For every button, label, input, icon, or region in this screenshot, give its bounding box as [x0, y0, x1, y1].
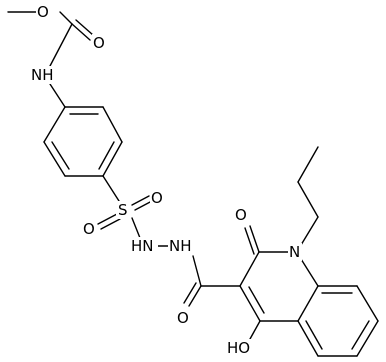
bond-c8a-c4a: [297, 285, 319, 322]
bond-benzene-2: [102, 106, 123, 143]
bond-s-o-right-2: [134, 200, 153, 211]
atom-o-amide: O: [177, 309, 189, 327]
bond-benzene-inner-3: [51, 141, 70, 170]
atom-o-quinolone: O: [235, 206, 247, 224]
bond-benzene-6: [43, 106, 66, 143]
bond-c8-c7: [356, 285, 379, 322]
atom-o-ester: O: [37, 3, 49, 21]
bond-aryl-s: [102, 175, 120, 202]
atom-hn-left: HN: [131, 237, 154, 255]
bond-s-o-right-1: [131, 195, 150, 206]
bond-n1-c8a: [300, 258, 319, 287]
bond-c5-c4a: [297, 320, 319, 357]
bond-c2-o-2: [244, 227, 255, 255]
atom-s: S: [118, 201, 128, 219]
bond-n-aryl: [49, 83, 66, 108]
bond-s-nh: [131, 217, 141, 239]
bond-o-carbonyl-c: [59, 11, 73, 25]
bond-c3-c2: [239, 251, 260, 287]
bond-nh-carbonyl: [192, 255, 202, 287]
bond-propyl-2: [297, 181, 319, 218]
atom-labels: O O NH S O O HN NH O O N HO: [30, 3, 302, 357]
atom-o-sulfonyl-right: O: [151, 189, 163, 207]
bond-c4-c3: [239, 285, 261, 322]
bond-benzene-5: [43, 141, 66, 177]
atom-nh-carbamate: NH: [31, 66, 54, 84]
bond-s-o-left-2: [100, 218, 121, 230]
bond-carbonyl-c-n: [49, 23, 73, 67]
bond-benzene-3: [102, 141, 123, 177]
bonds: [7, 11, 379, 357]
bond-c4-oh: [249, 320, 261, 340]
bond-n-propyl-1: [300, 216, 319, 246]
atom-ho: HO: [227, 339, 250, 357]
bond-propyl-3: [297, 146, 319, 183]
atom-o-carbonyl-carbamate: O: [93, 34, 105, 52]
bond-carbonyl-double-1: [71, 23, 91, 41]
bond-amide-double-1: [188, 285, 202, 307]
bond-carbonyl-double-2: [75, 19, 94, 36]
bond-c5-c4a-inner: [305, 320, 323, 350]
atom-nh-right: NH: [169, 237, 192, 255]
bond-c7-c6: [356, 320, 379, 357]
bond-c2-o-1: [249, 225, 260, 253]
bond-c7-c6-inner: [351, 320, 370, 350]
bond-c4-c3-inner: [248, 286, 265, 314]
atom-o-sulfonyl-left: O: [83, 220, 95, 238]
bond-amide-double-2: [183, 282, 197, 304]
atom-n-ring: N: [289, 243, 300, 261]
bond-s-o-left-1: [97, 213, 118, 225]
bond-benzene-inner-2: [98, 141, 115, 170]
